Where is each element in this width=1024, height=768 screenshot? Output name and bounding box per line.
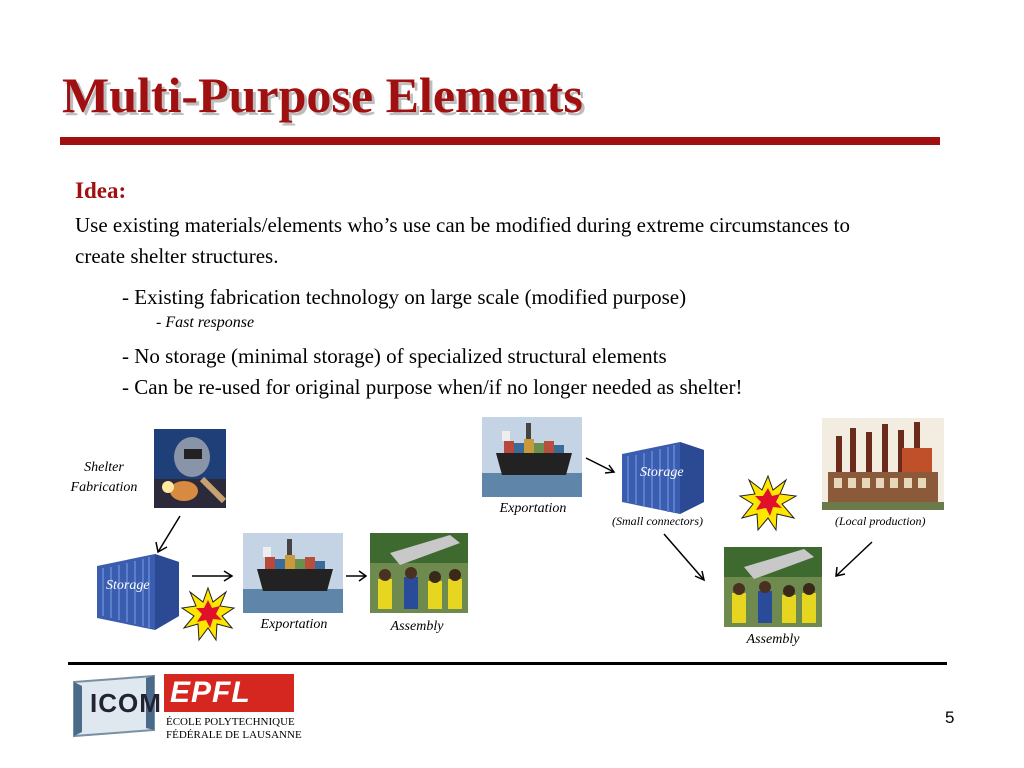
storage-container-icon — [622, 442, 704, 514]
idea-body: Use existing materials/elements who’s us… — [75, 213, 851, 268]
assembly-label-left: Assembly — [390, 619, 444, 634]
arrow-production-to-assembly — [835, 541, 873, 577]
icom-logo-text: ICOM — [90, 688, 162, 718]
arrow-storage-to-assembly — [663, 533, 706, 582]
arrow-exportation-to-assembly — [346, 570, 368, 582]
exportation-label-left: Exportation — [260, 617, 328, 632]
footer-divider — [68, 662, 947, 665]
explosion-icon — [738, 474, 798, 532]
exportation-label-right: Exportation — [499, 501, 567, 516]
caption-line: Fabrication — [70, 480, 138, 495]
storage-container-icon — [97, 554, 179, 630]
bullet-no-storage: - No storage (minimal storage) of specia… — [122, 344, 667, 368]
assembly-photo — [370, 533, 468, 613]
factory-illustration — [822, 418, 944, 510]
sub-bullet-fast-response: - Fast response — [156, 314, 255, 331]
shelter-fabrication-caption: Shelter Fabrication — [64, 458, 144, 498]
epfl-logo-text: EPFL — [170, 676, 251, 709]
icom-logo — [73, 674, 155, 738]
arrow-storage-to-exportation — [192, 570, 234, 582]
slide-title: Multi-Purpose Elements — [62, 67, 583, 123]
storage-label-left: Storage — [106, 578, 150, 593]
assembly-photo — [724, 547, 822, 627]
assembly-label-right: Assembly — [746, 632, 800, 647]
small-connectors-caption: (Small connectors) — [612, 514, 703, 528]
storage-label-right: Storage — [640, 465, 684, 480]
explosion-icon — [180, 586, 236, 642]
welder-photo — [154, 429, 226, 508]
title-divider — [60, 137, 940, 145]
cargo-ship-photo — [243, 533, 343, 613]
epfl-name-line2: FÉDÉRALE DE LAUSANNE — [166, 729, 302, 741]
epfl-name-line1: ÉCOLE POLYTECHNIQUE — [166, 716, 295, 728]
bullet-fabrication: - Existing fabrication technology on lar… — [122, 285, 687, 309]
idea-heading: Idea: — [75, 178, 127, 203]
local-production-caption: (Local production) — [835, 514, 926, 528]
bullet-reuse: - Can be re-used for original purpose wh… — [122, 375, 743, 399]
epfl-logo — [164, 674, 294, 712]
caption-line: Shelter — [84, 460, 124, 475]
page-number: 5 — [945, 708, 955, 727]
arrow-exportation-to-storage — [585, 457, 616, 474]
arrow-fabrication-to-storage — [155, 515, 181, 554]
cargo-ship-photo — [482, 417, 582, 497]
